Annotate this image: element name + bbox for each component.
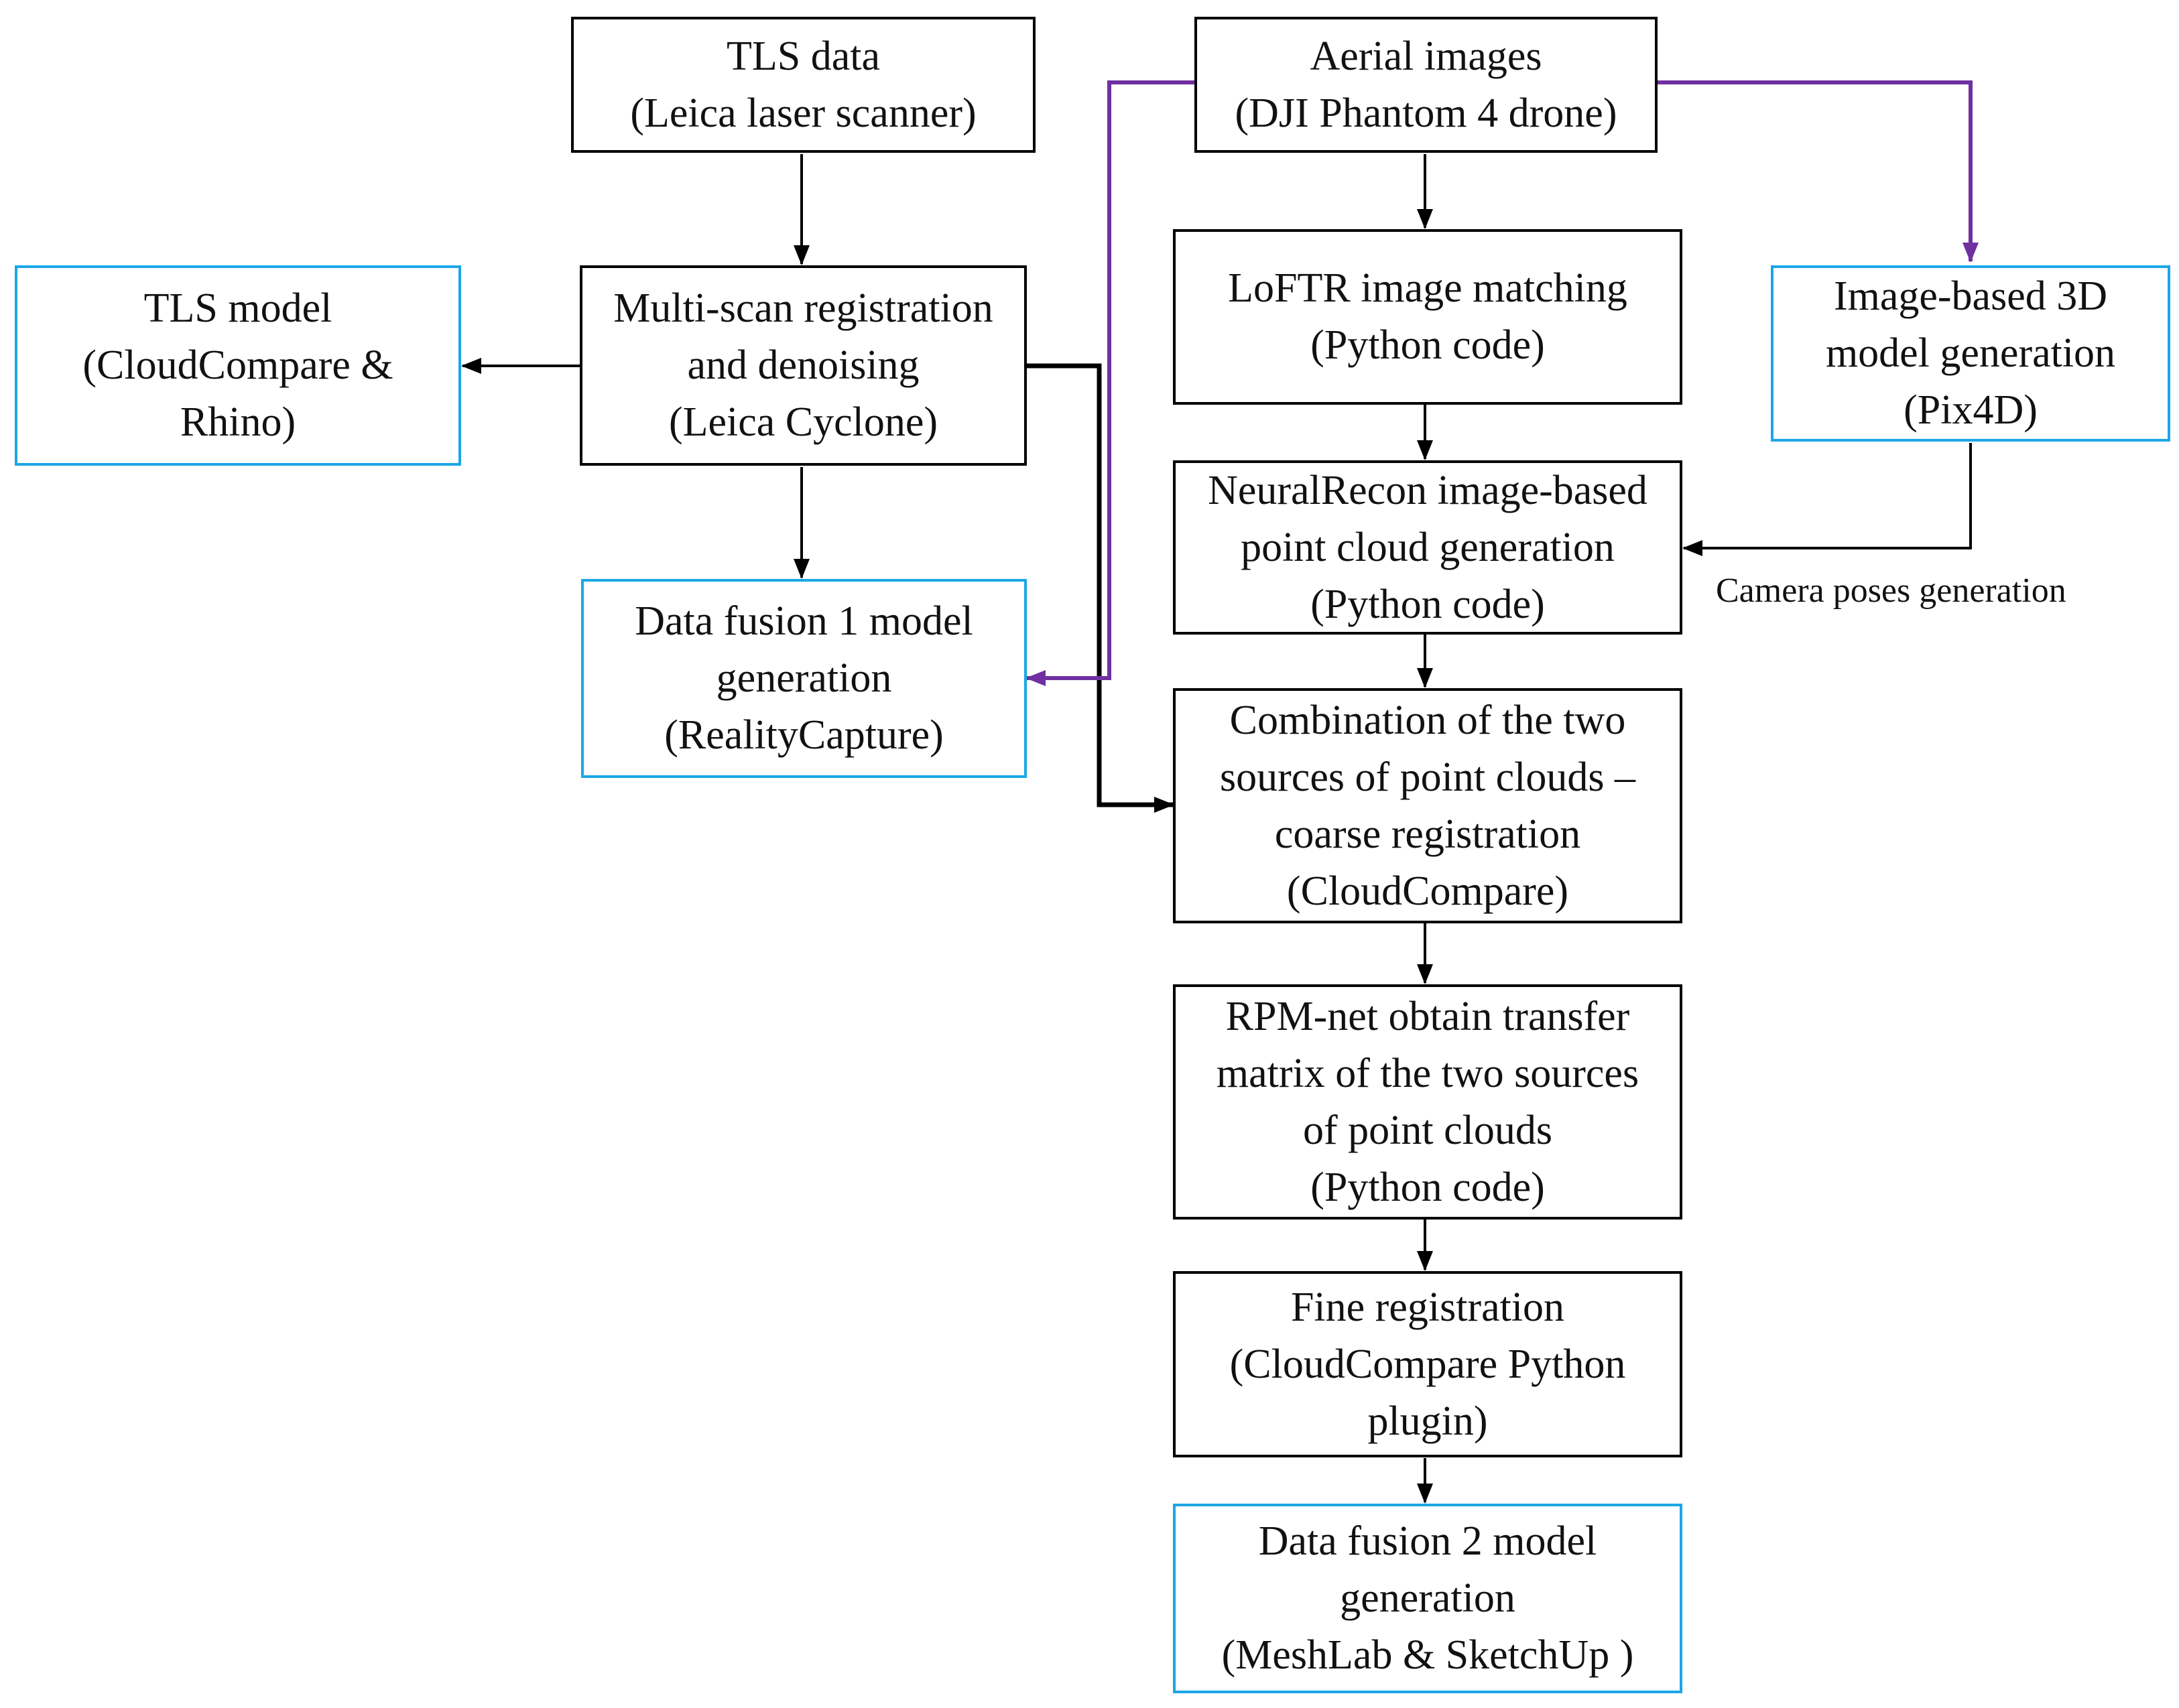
- node-tls-model: TLS model (CloudCompare & Rhino): [15, 265, 461, 466]
- edge-label-camera-poses: Camera poses generation: [1716, 572, 2066, 610]
- node-line: Image-based 3D: [1834, 273, 2107, 319]
- node-line: Multi-scan registration: [613, 285, 993, 331]
- node-line: NeuralRecon image-based: [1208, 467, 1647, 513]
- node-line: (Python code): [1310, 1164, 1545, 1210]
- node-line: plugin): [1367, 1398, 1488, 1444]
- node-line: of point clouds: [1303, 1107, 1552, 1153]
- node-line: (RealityCapture): [664, 712, 944, 758]
- node-line: (Leica laser scanner): [630, 90, 977, 136]
- arrow-multi-scan-to-combination: [1025, 363, 1174, 813]
- node-data-fusion-1: Data fusion 1 model generation (RealityC…: [581, 579, 1027, 778]
- node-image-based-3d: Image-based 3D model generation (Pix4D): [1771, 265, 2170, 442]
- node-line: Combination of the two: [1229, 697, 1626, 743]
- node-aerial-images: Aerial images (DJI Phantom 4 drone): [1194, 17, 1658, 153]
- node-line: (Python code): [1310, 581, 1545, 627]
- node-line: (CloudCompare &: [82, 342, 393, 388]
- node-loftr-matching: LoFTR image matching (Python code): [1173, 229, 1682, 405]
- node-line: Data fusion 1 model: [635, 598, 973, 644]
- node-line: Fine registration: [1290, 1284, 1565, 1330]
- node-line: (MeshLab & SketchUp ): [1221, 1632, 1634, 1678]
- node-line: TLS data: [727, 33, 880, 79]
- node-line: matrix of the two sources: [1216, 1050, 1639, 1096]
- node-line: (CloudCompare Python: [1229, 1341, 1626, 1387]
- arrow-image-based-3d-to-neuralrecon: [1682, 443, 1972, 556]
- node-combination-coarse-registration: Combination of the two sources of point …: [1173, 688, 1682, 923]
- node-fine-registration: Fine registration (CloudCompare Python p…: [1173, 1271, 1682, 1457]
- node-data-fusion-2: Data fusion 2 model generation (MeshLab …: [1173, 1504, 1682, 1693]
- node-multi-scan-registration: Multi-scan registration and denoising (L…: [580, 265, 1027, 466]
- node-neuralrecon: NeuralRecon image-based point cloud gene…: [1173, 460, 1682, 635]
- node-line: (Leica Cyclone): [668, 399, 938, 445]
- node-line: coarse registration: [1274, 811, 1581, 857]
- arrow-aerial-to-image-based-3d: [1656, 80, 1979, 263]
- node-line: (DJI Phantom 4 drone): [1235, 90, 1617, 136]
- node-line: TLS model: [143, 285, 332, 331]
- node-line: (CloudCompare): [1286, 868, 1569, 914]
- node-line: model generation: [1825, 330, 2116, 376]
- node-rpm-net: RPM-net obtain transfer matrix of the tw…: [1173, 984, 1682, 1220]
- node-line: sources of point clouds –: [1220, 754, 1635, 800]
- node-line: Data fusion 2 model: [1258, 1518, 1597, 1564]
- arrow-aerial-to-data-fusion-1: [1025, 80, 1194, 686]
- node-line: RPM-net obtain transfer: [1225, 993, 1630, 1039]
- node-tls-data: TLS data (Leica laser scanner): [571, 17, 1036, 153]
- node-line: generation: [1340, 1575, 1515, 1621]
- node-line: LoFTR image matching: [1228, 265, 1627, 311]
- node-line: Aerial images: [1310, 33, 1542, 79]
- node-line: Rhino): [180, 399, 296, 445]
- node-line: generation: [716, 655, 892, 701]
- node-line: point cloud generation: [1241, 524, 1615, 570]
- node-line: and denoising: [687, 342, 920, 388]
- node-line: (Python code): [1310, 322, 1545, 368]
- node-line: (Pix4D): [1904, 387, 2038, 433]
